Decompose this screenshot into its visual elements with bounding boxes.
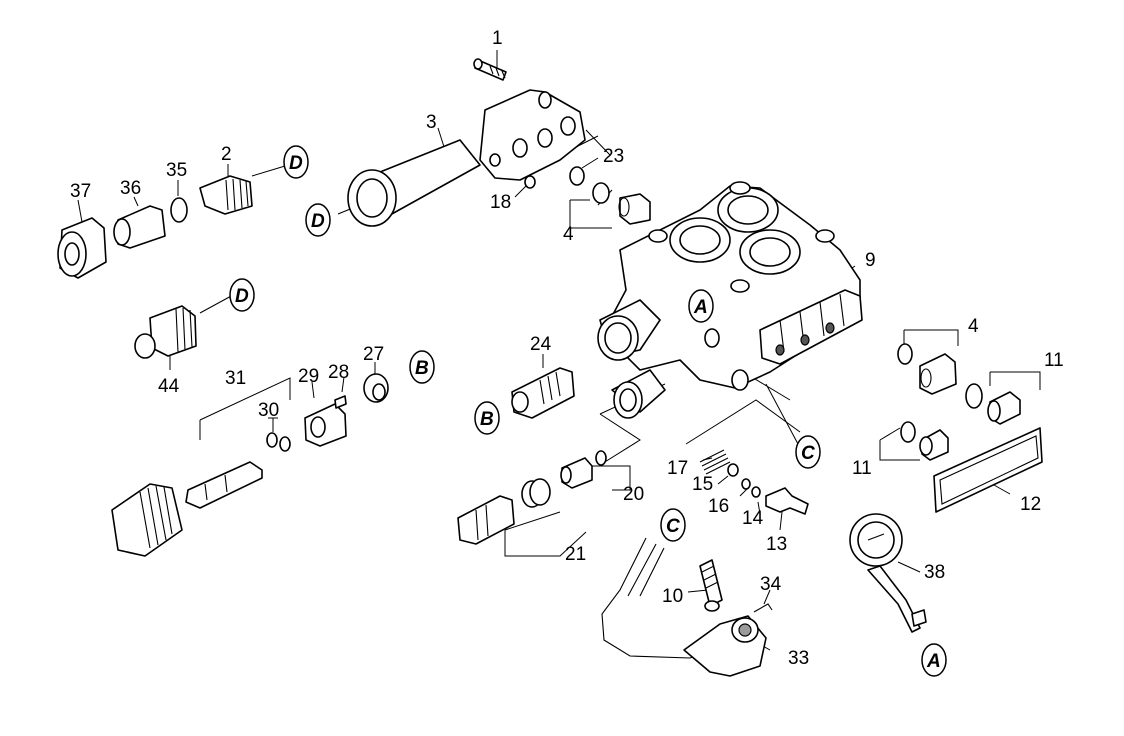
svg-text:A: A (693, 297, 708, 318)
callout-15: 15 (692, 474, 713, 495)
svg-text:C: C (666, 516, 680, 537)
callout-31: 31 (225, 368, 246, 389)
callout-36: 36 (120, 178, 141, 199)
part-label-plate (933, 427, 1043, 513)
ref-marker-a-pump: A (688, 289, 714, 323)
svg-text:B: B (415, 358, 429, 379)
callout-33: 33 (788, 648, 809, 669)
callout-13: 13 (766, 534, 787, 555)
callout-21: 21 (565, 544, 586, 565)
callout-14: 14 (742, 508, 764, 529)
callout-30: 30 (258, 400, 279, 421)
callout-38: 38 (924, 562, 945, 583)
part-unloader-group (111, 373, 389, 557)
part-outlet-manifold (347, 89, 586, 227)
part-bolt (473, 58, 507, 81)
ref-marker-c-bottom: C (660, 508, 686, 542)
callout-4-top: 4 (563, 224, 574, 245)
svg-text:B: B (480, 409, 494, 430)
callout-17: 17 (667, 458, 688, 479)
svg-text:C: C (801, 443, 815, 464)
svg-text:D: D (289, 153, 303, 174)
callout-16: 16 (708, 496, 729, 517)
callout-27: 27 (363, 344, 384, 365)
ref-marker-b-left: B (474, 401, 500, 435)
callout-29: 29 (298, 366, 319, 387)
callout-12: 12 (1020, 494, 1041, 515)
part-small-valve (699, 449, 809, 515)
svg-text:A: A (926, 651, 941, 672)
callout-24: 24 (530, 334, 552, 355)
svg-text:D: D (311, 211, 325, 232)
reference-markers: D D D A B B C C (229, 145, 947, 677)
svg-text:D: D (235, 286, 249, 307)
callout-2: 2 (221, 144, 232, 165)
part-inlet-group (57, 175, 253, 279)
part-pump-head (597, 181, 863, 419)
callout-23: 23 (603, 146, 624, 167)
callout-28: 28 (328, 362, 349, 383)
callout-3: 3 (426, 112, 437, 133)
callout-10: 10 (662, 586, 683, 607)
callout-35: 35 (166, 160, 187, 181)
callout-20: 20 (623, 484, 644, 505)
ref-marker-c-right: C (795, 435, 821, 469)
callout-4-right: 4 (968, 316, 979, 337)
ref-marker-d-top: D (283, 145, 309, 179)
callout-11-right: 11 (1044, 350, 1064, 371)
part-right-valves (897, 343, 1021, 461)
callout-labels: 1 3 2 35 36 37 44 23 18 4 9 4 11 11 12 2… (70, 28, 1064, 669)
part-pressure-gauge (849, 513, 927, 633)
callout-18: 18 (490, 192, 511, 213)
part-connector (134, 305, 197, 359)
callout-34: 34 (760, 574, 782, 595)
callout-9: 9 (865, 250, 876, 271)
callout-37: 37 (70, 181, 91, 202)
part-pressure-switch (601, 537, 773, 677)
part-valve-seats (457, 450, 607, 545)
ref-marker-a-bottom: A (921, 643, 947, 677)
ref-marker-d-mid: D (229, 278, 255, 312)
ref-marker-d-left: D (305, 203, 331, 237)
callout-44: 44 (158, 376, 180, 397)
part-orings-top (524, 166, 651, 225)
part-valve-24 (511, 367, 575, 419)
callout-11-lower: 11 (852, 458, 872, 479)
callout-1: 1 (492, 28, 503, 49)
ref-marker-b-right: B (409, 350, 435, 384)
